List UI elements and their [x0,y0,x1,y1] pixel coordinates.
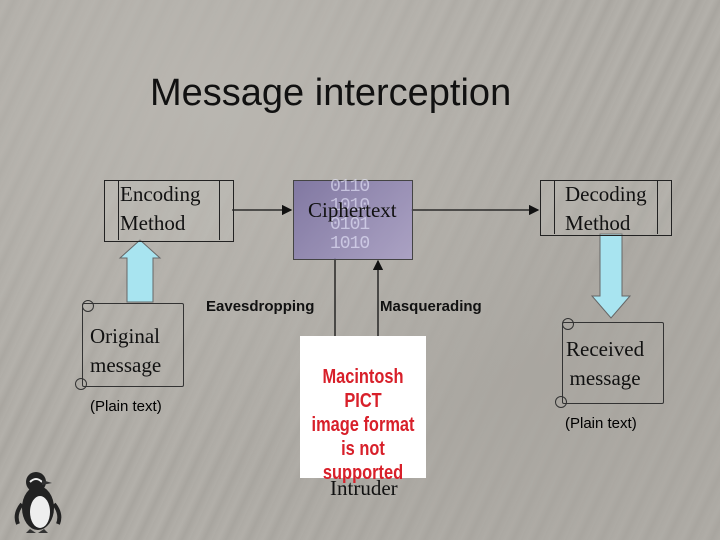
pict-line2: image format [311,414,415,436]
scroll-curl-icon [75,378,87,390]
encoding-method-box [104,180,234,242]
scroll-curl-icon [562,318,574,330]
decoding-method-label: Decoding Method [565,180,647,238]
pict-unsupported-message: Macintosh PICT image format is not suppo… [311,365,415,485]
decoding-line1: Decoding [565,182,647,206]
arrow-decoding-to-received [590,233,632,319]
arrow-original-to-encoding [118,239,162,303]
ciphertext-label: Ciphertext [308,198,397,222]
original-plain-text-note: (Plain text) [90,398,162,415]
scroll-curl-icon [82,300,94,312]
encoding-method-inner-frame [118,180,220,240]
original-line2: message [90,353,162,377]
ciphertext-box [293,180,413,260]
received-line1: Received [566,337,645,361]
decoding-method-box [540,180,672,236]
received-line2: message [569,366,641,390]
received-message-label: Received message [566,335,644,393]
encoding-line1: Encoding [120,182,201,206]
encoding-method-label: Encoding Method [120,180,200,238]
slide-title: Message interception [150,72,512,114]
masquerading-label: Masquerading [380,298,482,315]
pict-line3: is not supported [322,438,404,484]
scroll-curl-icon [555,396,567,408]
received-message-scroll [562,322,664,404]
intruder-image-placeholder [300,336,426,478]
intruder-label: Intruder [330,476,398,500]
received-plain-text-note: (Plain text) [565,415,637,432]
original-line1: Original [90,324,160,348]
decoding-line2: Method [565,211,631,235]
decoding-method-inner-frame [554,180,658,234]
encoding-line2: Method [120,211,186,235]
pict-line1: Macintosh PICT [322,366,404,412]
eavesdropping-label: Eavesdropping [206,298,315,315]
penguin-icon [14,472,62,533]
binary-digits-background: 0110 1010 0101 1010 [330,178,370,254]
original-message-label: Original message [90,322,161,380]
original-message-scroll [82,303,184,387]
